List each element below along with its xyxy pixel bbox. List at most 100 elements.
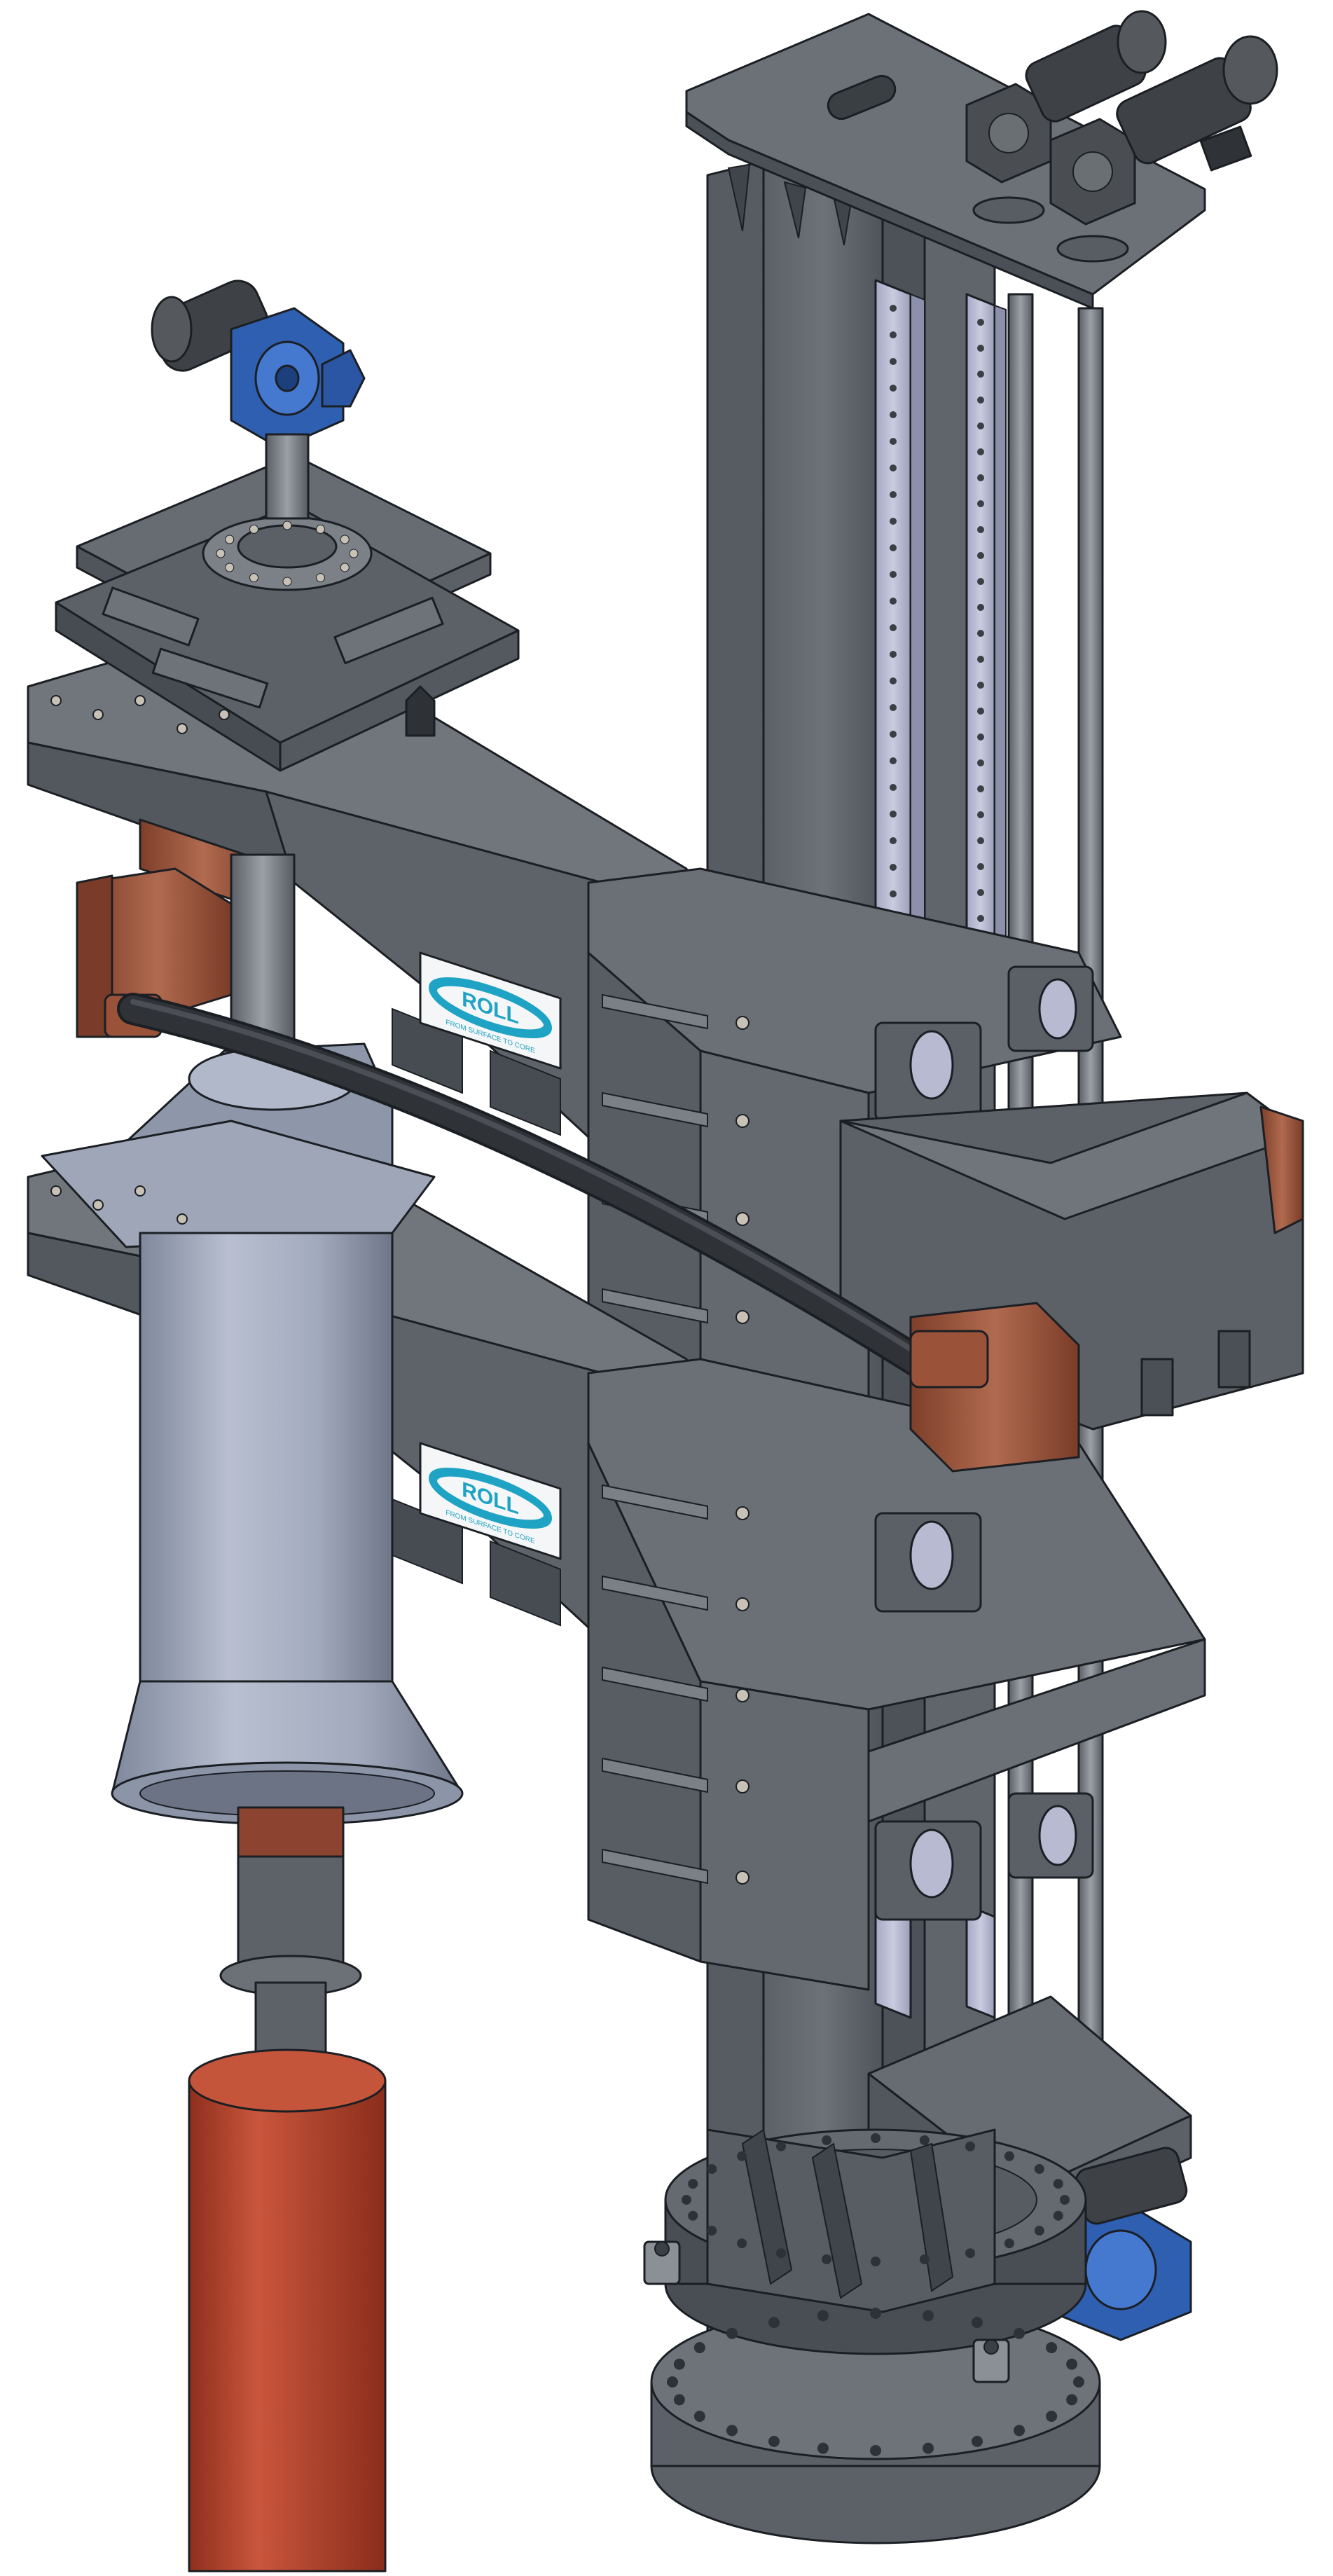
base-bolt bbox=[707, 2164, 717, 2174]
base-bolt bbox=[1066, 2394, 1078, 2406]
base-bolt bbox=[965, 2141, 975, 2151]
rail-bolt bbox=[977, 889, 984, 896]
base-bolt bbox=[919, 2135, 930, 2145]
rail-bolt bbox=[977, 915, 984, 922]
gear-motor-top-right bbox=[1049, 35, 1278, 226]
base-bolt bbox=[1073, 2376, 1084, 2388]
base-bolt bbox=[688, 2210, 698, 2221]
bearing-block-lower-3 bbox=[1007, 1792, 1094, 1879]
carriage-bolt bbox=[735, 1688, 750, 1702]
base-bolt bbox=[1034, 2164, 1044, 2174]
base-bolt bbox=[1004, 2238, 1014, 2249]
rail-bolt bbox=[977, 656, 984, 663]
bearing-block-upper-1 bbox=[874, 1021, 982, 1122]
rail-bolt bbox=[890, 358, 897, 365]
head-bolt bbox=[249, 524, 258, 534]
arm-bolt bbox=[134, 1185, 146, 1197]
carriage-bolt bbox=[735, 1871, 750, 1885]
rail-bolt bbox=[890, 757, 897, 764]
carriage-bolt bbox=[735, 1114, 750, 1128]
head-bolt bbox=[225, 535, 235, 544]
linear-rail-left bbox=[874, 279, 925, 1016]
gear-motor-head bbox=[151, 280, 366, 520]
rail-bolt bbox=[977, 552, 984, 559]
rail-bolt bbox=[977, 682, 984, 689]
base-bolt bbox=[673, 2394, 685, 2406]
head-bolt bbox=[249, 573, 258, 583]
head-bolt bbox=[340, 535, 350, 544]
base-bolt bbox=[870, 2308, 881, 2319]
arm-bolt bbox=[92, 709, 104, 720]
motor-flange-right bbox=[1056, 235, 1129, 263]
base-bolt bbox=[871, 2133, 880, 2143]
rail-bolt bbox=[890, 651, 897, 658]
head-bolt bbox=[316, 573, 325, 583]
carriage-bolt bbox=[735, 1597, 750, 1611]
arm-bolt bbox=[177, 723, 188, 734]
base-bolt bbox=[965, 2248, 975, 2259]
housing-cylinder bbox=[41, 853, 464, 2096]
gear-motor-icon bbox=[151, 280, 366, 450]
motor-flange-left bbox=[972, 196, 1045, 224]
rail-bolt bbox=[890, 438, 897, 445]
base-bolt bbox=[1066, 2358, 1078, 2370]
rail-bolt bbox=[977, 863, 984, 870]
carriage-rib bbox=[602, 1575, 708, 1611]
head-bolt bbox=[340, 563, 350, 572]
rail-bolt bbox=[977, 474, 984, 481]
base-bolt bbox=[688, 2179, 698, 2189]
rail-bolt bbox=[977, 397, 984, 404]
head-bolt bbox=[282, 521, 292, 530]
base-bolt bbox=[726, 2327, 738, 2339]
rail-bolt bbox=[977, 578, 984, 585]
head-bolt bbox=[282, 577, 292, 586]
rail-bolt bbox=[890, 704, 897, 711]
rail-bolt bbox=[890, 331, 897, 338]
carriage-rib bbox=[602, 1484, 708, 1520]
rail-bolt bbox=[977, 604, 984, 611]
rail-bolt bbox=[890, 411, 897, 418]
limit-switch-right bbox=[972, 2339, 1010, 2383]
carriage-bolt bbox=[735, 1310, 750, 1324]
base-bolt bbox=[737, 2151, 747, 2161]
base-bolt bbox=[870, 2445, 881, 2456]
base-bolt bbox=[693, 2342, 705, 2353]
carriage-bolt bbox=[735, 1506, 750, 1520]
slewing-base bbox=[650, 2128, 1101, 2544]
base-bolt bbox=[1004, 2151, 1014, 2161]
logo-mark-icon bbox=[429, 977, 552, 1039]
carriage-ribs-lower bbox=[602, 1484, 750, 1885]
arm-bolt bbox=[134, 695, 146, 706]
gear-motor-icon bbox=[965, 10, 1167, 184]
arm-bolts bbox=[50, 695, 230, 1225]
rail-bolt bbox=[977, 319, 984, 326]
rail-bolt bbox=[977, 630, 984, 637]
arm-bolt bbox=[50, 1185, 62, 1197]
arm-bolt bbox=[50, 695, 62, 706]
base-bolt bbox=[871, 2257, 880, 2266]
base-bolt bbox=[707, 2226, 717, 2236]
rail-bolt bbox=[977, 837, 984, 844]
carriage-rib bbox=[602, 1288, 708, 1324]
base-bolt bbox=[822, 2254, 832, 2265]
rail-bolt bbox=[977, 371, 984, 378]
logo-mark-icon bbox=[429, 1467, 552, 1529]
base-bolt bbox=[972, 2435, 983, 2447]
rail-bolt bbox=[890, 784, 897, 791]
base-bolt bbox=[1046, 2342, 1058, 2353]
rail-bolt bbox=[890, 305, 897, 312]
arm-bolt bbox=[177, 1213, 188, 1225]
limit-switch-left bbox=[643, 2240, 681, 2285]
base-bolt bbox=[919, 2254, 930, 2265]
bearing-block-lower-1 bbox=[874, 1512, 982, 1613]
base-bolt bbox=[1014, 2327, 1025, 2339]
copper-busbar-ring bbox=[1259, 1106, 1304, 1234]
rail-bolt bbox=[890, 571, 897, 578]
base-bolt bbox=[682, 2195, 691, 2205]
logo-badge-lower: ROLL FROM SURFACE TO CORE bbox=[419, 1442, 562, 1560]
rail-bolt bbox=[890, 491, 897, 498]
arm-bolt bbox=[92, 1199, 104, 1211]
rail-bolt bbox=[977, 526, 984, 533]
carriage-rib bbox=[602, 1757, 708, 1793]
